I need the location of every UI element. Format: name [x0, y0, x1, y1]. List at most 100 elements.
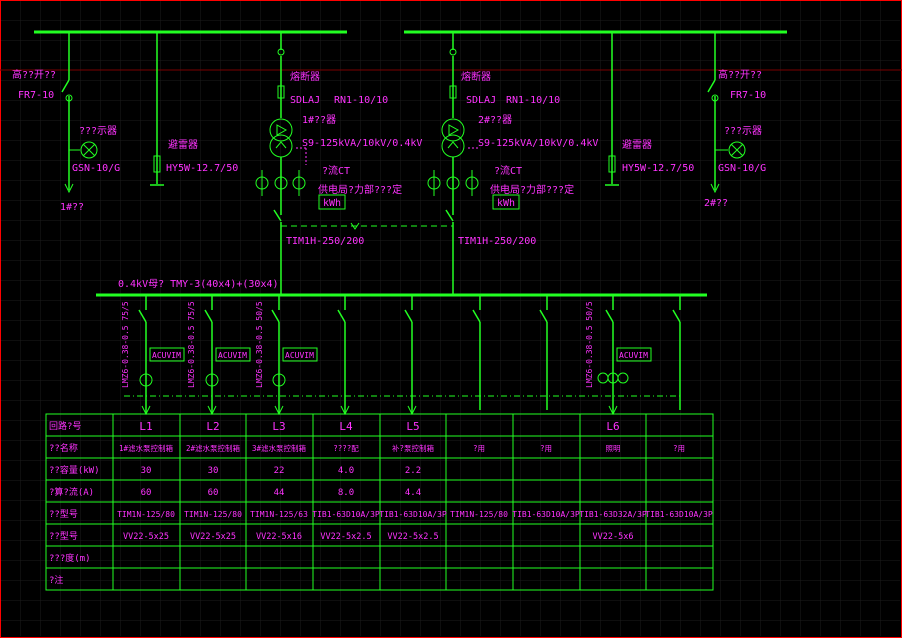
right-fuse-model: FR7-10: [730, 90, 766, 101]
table-cell-kw: 30: [208, 466, 219, 476]
row-header: ???度(m): [49, 552, 91, 564]
table-cell-kw: 2.2: [405, 466, 421, 476]
left-kwh-meter: kWh: [323, 198, 341, 209]
feeder-ct-label: LMZ6-0.38-0.5 50/5: [585, 301, 594, 388]
table-cell-breaker: TIM1N-125/63: [250, 510, 308, 519]
table-cell-amp: 60: [208, 488, 219, 498]
table-cell-breaker: TIB1-63D10A/3P: [312, 510, 380, 519]
left-transformer-rating: S9-125kVA/10kV/0.4kV: [302, 138, 422, 149]
left-transformer-branch: [255, 32, 307, 295]
feeder-1: [138, 295, 153, 416]
left-meter-note: 供电局?力部???定: [318, 183, 402, 196]
right-kwh-box: [492, 194, 520, 210]
table-cell-cable: VV22-5x2.5: [320, 532, 371, 542]
feeder-meter-label: ACUVIM: [285, 351, 314, 360]
left-fuse-model: FR7-10: [18, 90, 54, 101]
right-fuse-rating: RN1-10/10: [506, 95, 560, 106]
left-transformer-name: 1#??器: [302, 114, 336, 126]
feeder-meter-label: ACUVIM: [152, 351, 181, 360]
table-cell-kw: 22: [274, 466, 285, 476]
feeder-meter-label: ACUVIM: [619, 351, 648, 360]
feeder-2: [204, 295, 219, 416]
feeder-3: [271, 295, 286, 416]
left-fuse-model: SDLAJ: [290, 95, 320, 106]
table-cell-breaker: TIB1-63D32A/3P: [579, 510, 647, 519]
table-cell-kw: 4.0: [338, 466, 354, 476]
table-cell-id: L6: [606, 420, 619, 433]
table-cell-name: ????配: [333, 444, 359, 453]
left-ct-label: ?流CT: [322, 164, 350, 177]
table-cell-amp: 8.0: [338, 488, 354, 498]
feeder-5: [404, 295, 417, 416]
table-cell-cable: VV22-5x2.5: [387, 532, 438, 542]
table-cell-name: 2#滤水泵控制箱: [186, 443, 241, 453]
table-cell-breaker: TIM1N-125/80: [450, 510, 508, 519]
row-header: ??型号: [49, 509, 78, 520]
table-cell-breaker: TIM1N-125/80: [184, 510, 242, 519]
table-cell-kw: 30: [141, 466, 152, 476]
table-cell-breaker: TIB1-63D10A/3P: [379, 510, 447, 519]
right-kwh-meter: kWh: [497, 198, 515, 209]
right-feeder-label: 2#??: [704, 198, 728, 209]
left-arrester-model: HY5W-12.7/50: [166, 163, 238, 174]
right-breaker-label: 高??开??: [718, 68, 762, 81]
table-cell-name: ?用: [673, 444, 685, 453]
left-fuse-label: 熔断器: [290, 70, 320, 83]
arrester-icon: [153, 155, 161, 173]
right-incoming-feeder: [605, 32, 746, 194]
row-header: 回路?号: [49, 420, 81, 432]
table-cell-amp: 44: [274, 488, 285, 498]
feeder-ct-label: LMZ6-0.38-0.5 75/5: [121, 301, 130, 388]
feeder-ct-label: LMZ6-0.38-0.5 50/5: [255, 301, 264, 388]
table-cell-cable: VV22-5x25: [190, 532, 236, 542]
right-transformer-rating: S9-125kVA/10kV/0.4kV: [478, 138, 598, 149]
left-arrester-label: 避雷器: [168, 138, 198, 151]
table-cell-breaker: TIM1N-125/80: [117, 510, 175, 519]
left-feeder-label: 1#??: [60, 202, 84, 213]
row-header: ??容量(kW): [49, 464, 100, 476]
feeder-7: [539, 295, 548, 410]
table-cell-id: L5: [406, 420, 419, 433]
table-cell-amp: 60: [141, 488, 152, 498]
right-transformer-branch: [427, 32, 479, 295]
table-cell-name: ?用: [473, 444, 485, 453]
right-indicator-label: ???示器: [724, 125, 762, 137]
left-kwh-box: [318, 194, 346, 210]
table-cell-cable: VV22-5x25: [123, 532, 169, 542]
feeder-meter-label: ACUVIM: [218, 351, 247, 360]
right-indicator-model: GSN-10/G: [718, 163, 766, 174]
schedule-table-grid: [45, 413, 714, 591]
row-header: ?算?流(A): [49, 486, 94, 498]
row-header: ??名称: [49, 442, 78, 454]
outgoing-feeders: [138, 295, 681, 416]
feeder-ct-label: LMZ6-0.38-0.5 75/5: [187, 301, 196, 388]
table-cell-amp: 4.4: [405, 488, 421, 498]
row-header: ??型号: [49, 531, 78, 542]
table-cell-breaker: TIB1-63D10A/3P: [645, 510, 713, 519]
lv-busbar-label: 0.4kV母? TMY-3(40x4)+(30x4): [118, 278, 279, 290]
table-cell-name: 补?泵控制箱: [392, 443, 435, 453]
table-cell-cable: VV22-5x16: [256, 532, 302, 542]
left-breaker-label: 高??开??: [12, 68, 56, 81]
table-cell-name: 3#滤水泵控制箱: [252, 443, 307, 453]
row-header: ?注: [49, 574, 63, 586]
right-lv-breaker: TIM1H-250/200: [458, 236, 536, 247]
table-cell-name: 1#滤水泵控制箱: [119, 443, 174, 453]
left-lv-breaker: TIM1H-250/200: [286, 236, 364, 247]
right-arrester-label: 避雷器: [622, 138, 652, 151]
table-cell-name: 照明: [606, 444, 621, 453]
left-incoming-feeder: [61, 32, 164, 194]
right-transformer-name: 2#??器: [478, 114, 512, 126]
indicator-lamp-icon: [728, 141, 746, 159]
feeder-8: [597, 295, 629, 416]
left-indicator-label: ???示器: [79, 125, 117, 137]
table-cell-id: L1: [139, 420, 152, 433]
table-cell-breaker: TIB1-63D10A/3P: [512, 510, 580, 519]
table-cell-id: L2: [206, 420, 219, 433]
right-meter-note: 供电局?力部???定: [490, 183, 574, 196]
left-indicator-model: GSN-10/G: [72, 163, 120, 174]
feeder-4: [337, 295, 350, 416]
